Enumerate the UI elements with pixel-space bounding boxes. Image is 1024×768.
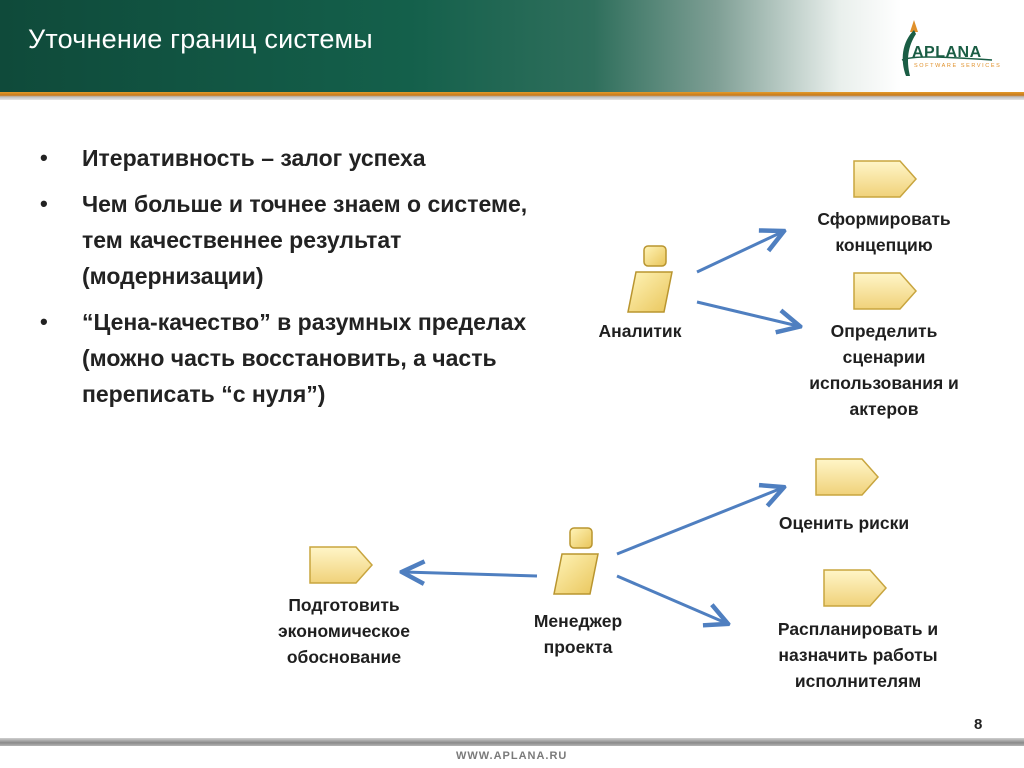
usecase-label-risks: Оценить риски bbox=[778, 513, 910, 533]
actor-label-analyst: Аналитик bbox=[598, 321, 682, 341]
aplana-logo-icon bbox=[901, 20, 993, 76]
arrow-analyst-concept bbox=[696, 232, 782, 274]
arrow-analyst-scenarios bbox=[696, 300, 798, 326]
arrow-manager-risks bbox=[616, 488, 782, 556]
usecase-label-plan: Распланировать и назначить работы исполн… bbox=[777, 619, 939, 691]
arrow-manager-economics bbox=[404, 572, 538, 576]
bullet-item: • Чем больше и точнее знаем о системе, те… bbox=[40, 186, 540, 294]
footer-url: WWW.APLANA.RU bbox=[456, 750, 568, 762]
header-accent-strip bbox=[0, 92, 1024, 100]
analyst-actor-icon bbox=[627, 245, 673, 313]
usecase-concept-icon bbox=[853, 160, 918, 198]
usecase-label-economics: Подготовить экономическое обоснование bbox=[278, 595, 410, 667]
bullet-icon: • bbox=[40, 191, 48, 216]
bullet-item: • “Цена-качество” в разумных пределах (мо… bbox=[40, 304, 540, 412]
header-bar bbox=[0, 0, 1024, 92]
bullet-text: Чем больше и точнее знаем о системе, тем… bbox=[82, 191, 528, 289]
arrow-manager-plan bbox=[616, 574, 726, 623]
usecase-label-concept: Сформировать концепцию bbox=[817, 209, 951, 255]
usecase-risks-icon bbox=[815, 458, 880, 496]
footer-bar bbox=[0, 738, 1024, 746]
usecase-plan-icon bbox=[823, 569, 888, 607]
usecase-economics-icon bbox=[309, 546, 374, 584]
page-number: 8 bbox=[974, 716, 983, 733]
bullet-icon: • bbox=[40, 309, 48, 334]
logo-subtitle: SOFTWARE SERVICES bbox=[914, 63, 1002, 69]
manager-actor-icon bbox=[553, 527, 599, 595]
bullet-icon: • bbox=[40, 145, 48, 170]
bullet-list: • Итеративность – залог успеха • Чем больш… bbox=[40, 140, 540, 422]
actor-label-manager: Менеджер проекта bbox=[533, 611, 623, 657]
slide-title: Уточнение границ системы bbox=[28, 24, 373, 54]
usecase-label-scenarios: Определить сценарии использования и акте… bbox=[809, 321, 959, 419]
usecase-scenarios-icon bbox=[853, 272, 918, 310]
bullet-text: “Цена-качество” в разумных пределах (мож… bbox=[82, 309, 527, 407]
logo-text: APLANA bbox=[912, 44, 982, 61]
bullet-text: Итеративность – залог успеха bbox=[82, 145, 426, 171]
bullet-item: • Итеративность – залог успеха bbox=[40, 140, 540, 176]
